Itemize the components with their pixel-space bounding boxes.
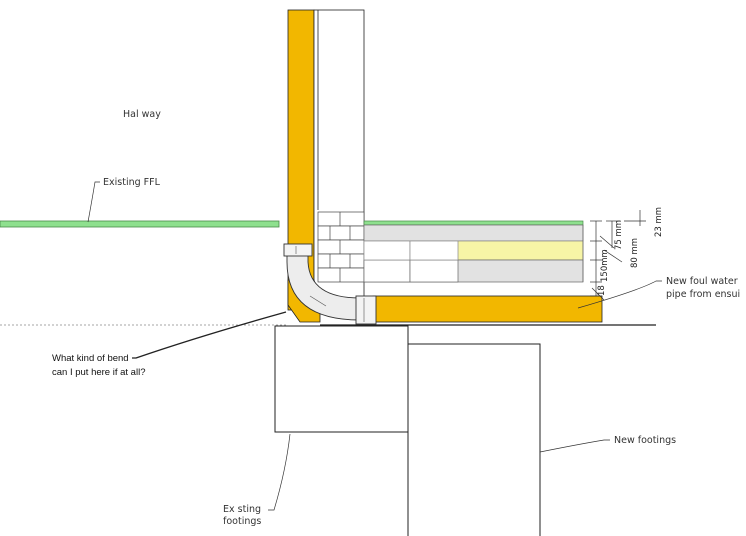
dim-150mm: 150mm <box>600 249 610 282</box>
label-existing-ffl: Existing FFL <box>103 177 161 188</box>
leader-new-footings <box>539 439 610 453</box>
existing-footing <box>274 325 409 433</box>
label-hallway: Hal way <box>123 109 161 120</box>
void-block-2 <box>409 259 459 283</box>
void-block-4 <box>409 240 459 261</box>
label-new-footings: New footings <box>614 435 676 446</box>
label-new-foul-water-1: New foul water <box>666 276 738 287</box>
void-block-3 <box>363 240 411 261</box>
screed-layer-top <box>363 224 584 242</box>
leader-question <box>132 311 287 359</box>
leader-existing-footings <box>268 433 291 511</box>
existing-ffl-floor <box>0 220 280 228</box>
label-question-1: What kind of bend <box>52 353 129 364</box>
label-question-2: can I put here if at all? <box>52 367 145 378</box>
dimension-lines <box>590 210 646 301</box>
dim-23mm: 23 mm <box>654 207 664 237</box>
dim-18: 18 <box>597 285 607 296</box>
void-block-1 <box>363 259 411 283</box>
pipe-bend <box>283 243 377 325</box>
label-existing-footings-1: Ex sting <box>223 504 261 515</box>
timber-joist <box>372 295 603 323</box>
dim-75mm: 75 mm <box>614 220 624 250</box>
label-existing-footings-2: footings <box>223 516 261 527</box>
dim-80mm: 80 mm <box>630 238 640 268</box>
leader-existing-ffl <box>87 181 100 223</box>
new-footing-edge <box>408 343 541 536</box>
new-floor-finish <box>363 220 584 226</box>
leader-new-foul-water <box>577 280 662 309</box>
label-new-foul-water-2: pipe from ensui <box>666 289 740 300</box>
brick-courses <box>317 211 365 283</box>
